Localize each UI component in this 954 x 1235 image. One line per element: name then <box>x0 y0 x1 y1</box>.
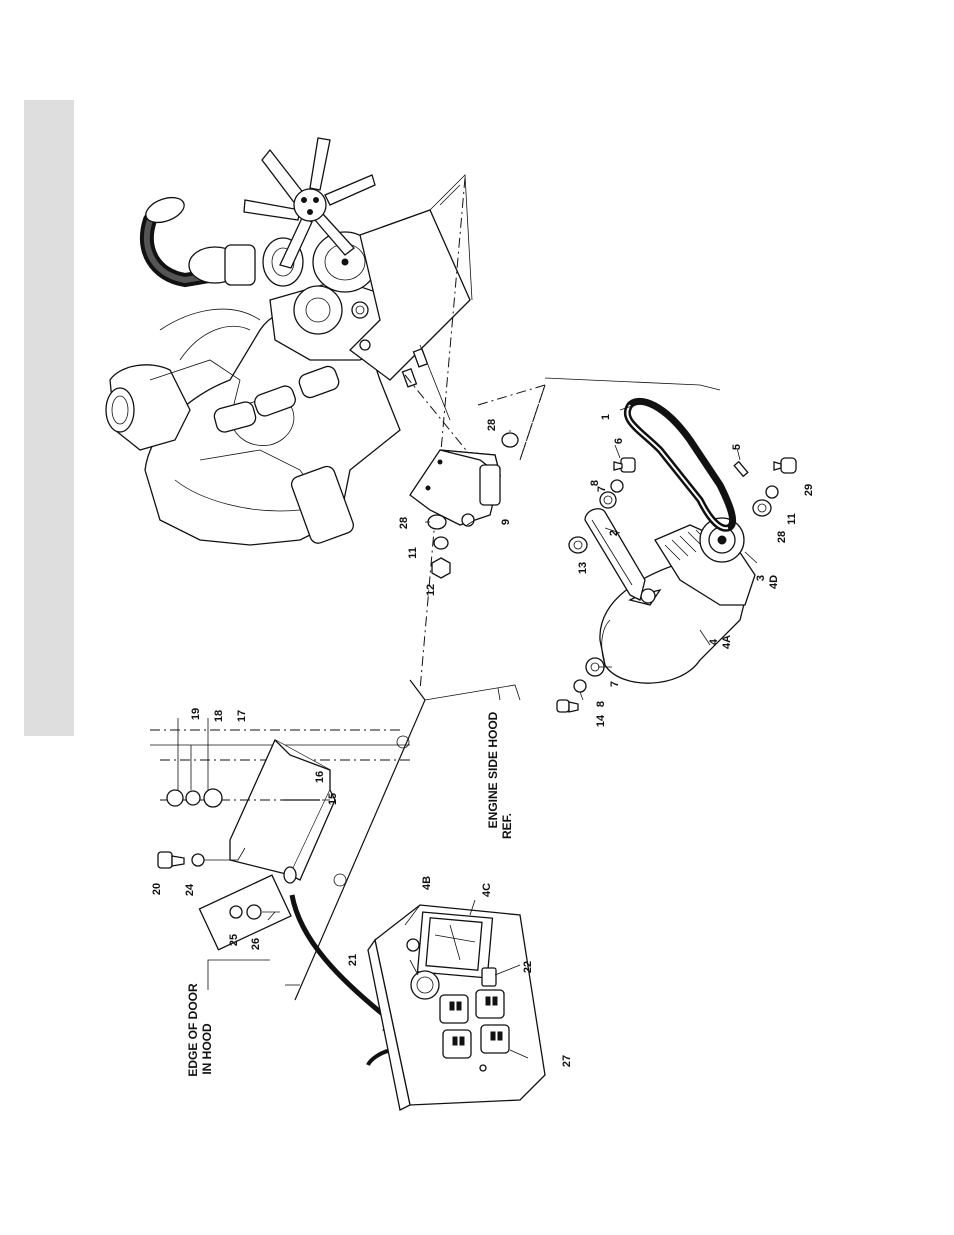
label-28c: 28 <box>776 531 788 543</box>
edge-of-door-callout: EDGE OF DOOR IN HOOD <box>186 960 270 1077</box>
label-16: 16 <box>314 771 326 783</box>
screw-6 <box>614 458 635 472</box>
label-4b: 4B <box>421 876 433 890</box>
washer-28c <box>753 500 771 516</box>
adjusting-bracket-2 <box>585 509 645 600</box>
bolt-29 <box>774 458 796 473</box>
label-15: 15 <box>327 793 339 805</box>
control-box-4b <box>368 905 545 1110</box>
key-5 <box>734 462 748 477</box>
label-4d: 4D <box>768 575 780 589</box>
lockwasher-8b <box>574 680 586 692</box>
label-21: 21 <box>347 954 359 966</box>
label-17: 17 <box>236 710 248 722</box>
label-8b: 8 <box>595 701 607 707</box>
label-4a: 4A <box>721 635 733 649</box>
edge-of-door-line-1: EDGE OF DOOR <box>186 983 200 1077</box>
lockwasher-18 <box>186 791 200 805</box>
label-8a: 8 <box>589 480 601 486</box>
label-11a: 11 <box>407 547 419 559</box>
lockwasher-25 <box>230 906 242 918</box>
label-11b: 11 <box>786 513 798 525</box>
washer-24 <box>192 854 204 866</box>
label-4c: 4C <box>481 883 493 897</box>
label-25: 25 <box>228 934 240 946</box>
label-1: 1 <box>600 414 612 420</box>
drive-belt-1 <box>627 401 732 528</box>
label-24: 24 <box>184 883 196 896</box>
bracket-9 <box>410 450 500 526</box>
label-19: 19 <box>190 708 202 720</box>
nut-26 <box>247 905 261 919</box>
label-4: 4 <box>708 638 720 645</box>
lockwasher-11a <box>434 537 448 549</box>
washer-17 <box>204 789 222 807</box>
washer-7a <box>600 492 616 508</box>
label-7b: 7 <box>609 681 621 687</box>
lockwasher-8a <box>611 480 623 492</box>
label-2: 2 <box>608 530 620 536</box>
label-14: 14 <box>595 714 607 727</box>
label-28b: 28 <box>486 419 498 431</box>
screw-14 <box>557 700 578 712</box>
label-13: 13 <box>577 562 589 574</box>
label-29: 29 <box>803 484 815 496</box>
engine-side-hood-line-1: ENGINE SIDE HOOD <box>486 711 500 828</box>
bolt-20 <box>158 852 184 868</box>
label-28a: 28 <box>398 517 410 529</box>
engine-side-hood-callout: ENGINE SIDE HOOD REF. <box>486 711 514 839</box>
lockwasher-11b <box>766 486 778 498</box>
washer-28b <box>502 433 518 447</box>
label-20: 20 <box>151 883 163 895</box>
edge-of-door-line-2: IN HOOD <box>200 1023 214 1075</box>
label-27: 27 <box>561 1055 573 1067</box>
label-5: 5 <box>731 444 743 450</box>
label-9: 9 <box>500 519 512 525</box>
label-18: 18 <box>213 710 225 722</box>
label-3: 3 <box>755 575 767 581</box>
washer-28a <box>428 515 446 529</box>
label-12: 12 <box>425 584 437 596</box>
engine-side-hood-line-2: REF. <box>500 813 514 839</box>
nut-12 <box>432 558 450 578</box>
label-22: 22 <box>522 961 534 973</box>
label-26: 26 <box>250 938 262 950</box>
nut-13 <box>569 537 587 553</box>
label-6: 6 <box>613 438 625 444</box>
nut-19 <box>167 790 183 806</box>
